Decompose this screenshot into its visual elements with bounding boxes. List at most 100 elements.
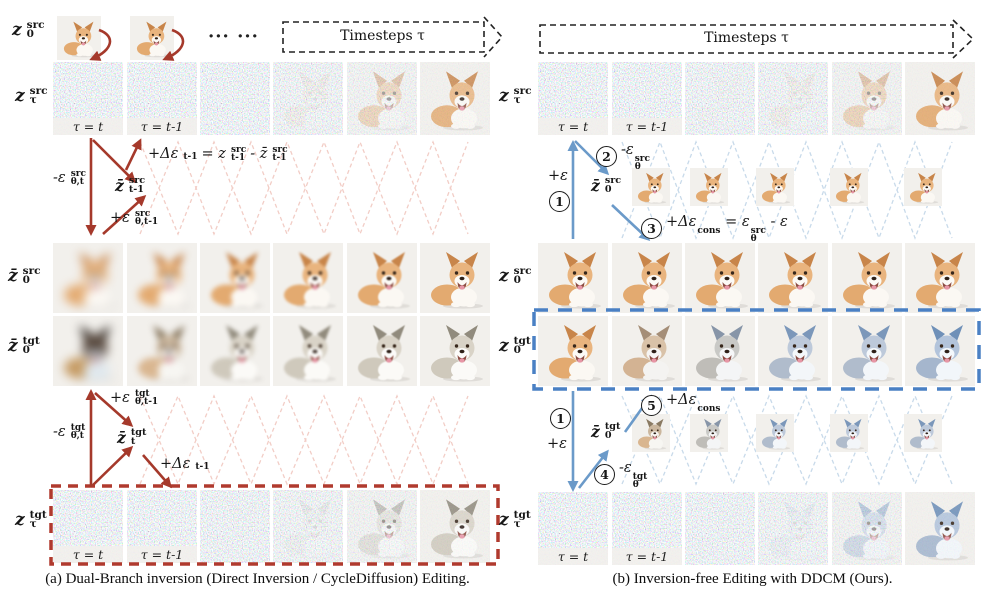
a-zbar0-tgt-cell-2 <box>127 316 197 386</box>
label-step1-bottom: 1 <box>550 408 571 429</box>
a-z-tau-src-cell-4 <box>273 62 343 135</box>
b-zbar0-src-thumbs-cell-1 <box>632 168 670 206</box>
a-zbar0-src-cell-3 <box>200 243 270 313</box>
b-z0-src-cell-5 <box>832 243 902 313</box>
b-z-tau-tgt-cell-4 <box>758 492 828 565</box>
a-z0-src-images-cell-2 <box>130 16 174 60</box>
b-z0-tgt-cell-5 <box>832 316 902 386</box>
a-zbar0-src-cell-6 <box>420 243 490 313</box>
label-plus-eps-top: +ε <box>548 168 568 184</box>
tau-caption: τ = t-1 <box>612 548 682 565</box>
b-z0-src-cell-4 <box>758 243 828 313</box>
b-zbar0-src-thumbs-cell-4 <box>830 168 868 206</box>
a-z0-src-images-cell-1 <box>57 16 101 60</box>
timesteps-arrow-a-head <box>483 16 504 58</box>
b-z0-src-cell-2 <box>612 243 682 313</box>
tau-caption: τ = t-1 <box>612 118 682 135</box>
step-1-badge-bottom: 1 <box>550 408 571 429</box>
b-z-tau-src-cell-2: τ = t-1 <box>612 62 682 135</box>
a-zbar0-tgt-cell-3 <box>200 316 270 386</box>
a-z-tau-src-cell-1: τ = t <box>53 62 123 135</box>
b-z0-tgt-cell-4 <box>758 316 828 386</box>
step-5-badge: 5 <box>641 394 662 416</box>
a-z-tau-tgt-cell-1: τ = t <box>53 490 123 563</box>
tau-caption: τ = t-1 <box>127 546 197 563</box>
b-z0-src-cell-1 <box>538 243 608 313</box>
b-z-tau-tgt-cell-3 <box>685 492 755 565</box>
a-zbar0-tgt-cell-4 <box>273 316 343 386</box>
tau-caption: τ = t <box>53 118 123 135</box>
a-zbar0-tgt-cell-6 <box>420 316 490 386</box>
b-zbar0-tgt-thumbs-cell-2 <box>690 414 728 452</box>
a-z-tau-src-cell-3 <box>200 62 270 135</box>
arrow-to-zbar-t-tgt <box>92 445 134 486</box>
a-z-tau-tgt-cell-2: τ = t-1 <box>127 490 197 563</box>
a-z-tau-tgt-cell-6 <box>420 490 490 563</box>
label-plus-eps-bottom: +ε <box>547 436 567 452</box>
b-zbar0-tgt-thumbs-cell-1 <box>632 414 670 452</box>
caption-panel-b: (b) Inversion-free Editing with DDCM (Ou… <box>612 571 893 587</box>
label-step1-top: 1 <box>549 191 570 212</box>
b-zbar0-src-thumbs-cell-2 <box>690 168 728 206</box>
a-zbar0-src-cell-2 <box>127 243 197 313</box>
a-zbar0-src-cell-5 <box>347 243 417 313</box>
b-zbar0-tgt-thumbs-cell-4 <box>830 414 868 452</box>
tau-caption: τ = t-1 <box>127 118 197 135</box>
a-z-tau-src-cell-5 <box>347 62 417 135</box>
b-z0-tgt-cell-6 <box>905 316 975 386</box>
caption-panel-a: (a) Dual-Branch inversion (Direct Invers… <box>45 571 470 587</box>
b-z-tau-src-cell-5 <box>832 62 902 135</box>
b-z-tau-src-cell-1: τ = t <box>538 62 608 135</box>
tau-caption: τ = t <box>538 548 608 565</box>
b-z-tau-tgt-cell-1: τ = t <box>538 492 608 565</box>
step-4-badge: 4 <box>594 464 615 486</box>
timesteps-arrow-b-head <box>952 19 975 59</box>
a-z-tau-tgt-cell-5 <box>347 490 417 563</box>
a-z-tau-src-cell-6 <box>420 62 490 135</box>
a-zbar0-src-cell-4 <box>273 243 343 313</box>
b-z-tau-tgt-cell-6 <box>905 492 975 565</box>
b-zbar0-src-thumbs-cell-3 <box>756 168 794 206</box>
b-zbar0-tgt-thumbs-cell-5 <box>904 414 942 452</box>
b-z-tau-tgt-cell-5 <box>832 492 902 565</box>
b-z-tau-src-cell-3 <box>685 62 755 135</box>
b-z-tau-src-cell-6 <box>905 62 975 135</box>
arrow-to-zbar-mid <box>92 139 137 184</box>
b-zbar0-src-thumbs-cell-5 <box>904 168 942 206</box>
b-z0-tgt-cell-2 <box>612 316 682 386</box>
timesteps-label-a: Timesteps τ <box>340 28 425 44</box>
a-z-tau-src-cell-2: τ = t-1 <box>127 62 197 135</box>
tau-caption: τ = t <box>538 118 608 135</box>
step-3-badge: 3 <box>641 218 662 240</box>
b-z-tau-tgt-cell-2: τ = t-1 <box>612 492 682 565</box>
b-z0-src-cell-6 <box>905 243 975 313</box>
ellipsis-dots: ··· ··· <box>208 26 259 47</box>
a-z-tau-tgt-cell-4 <box>273 490 343 563</box>
a-zbar0-tgt-cell-5 <box>347 316 417 386</box>
a-zbar0-tgt-cell-1 <box>53 316 123 386</box>
